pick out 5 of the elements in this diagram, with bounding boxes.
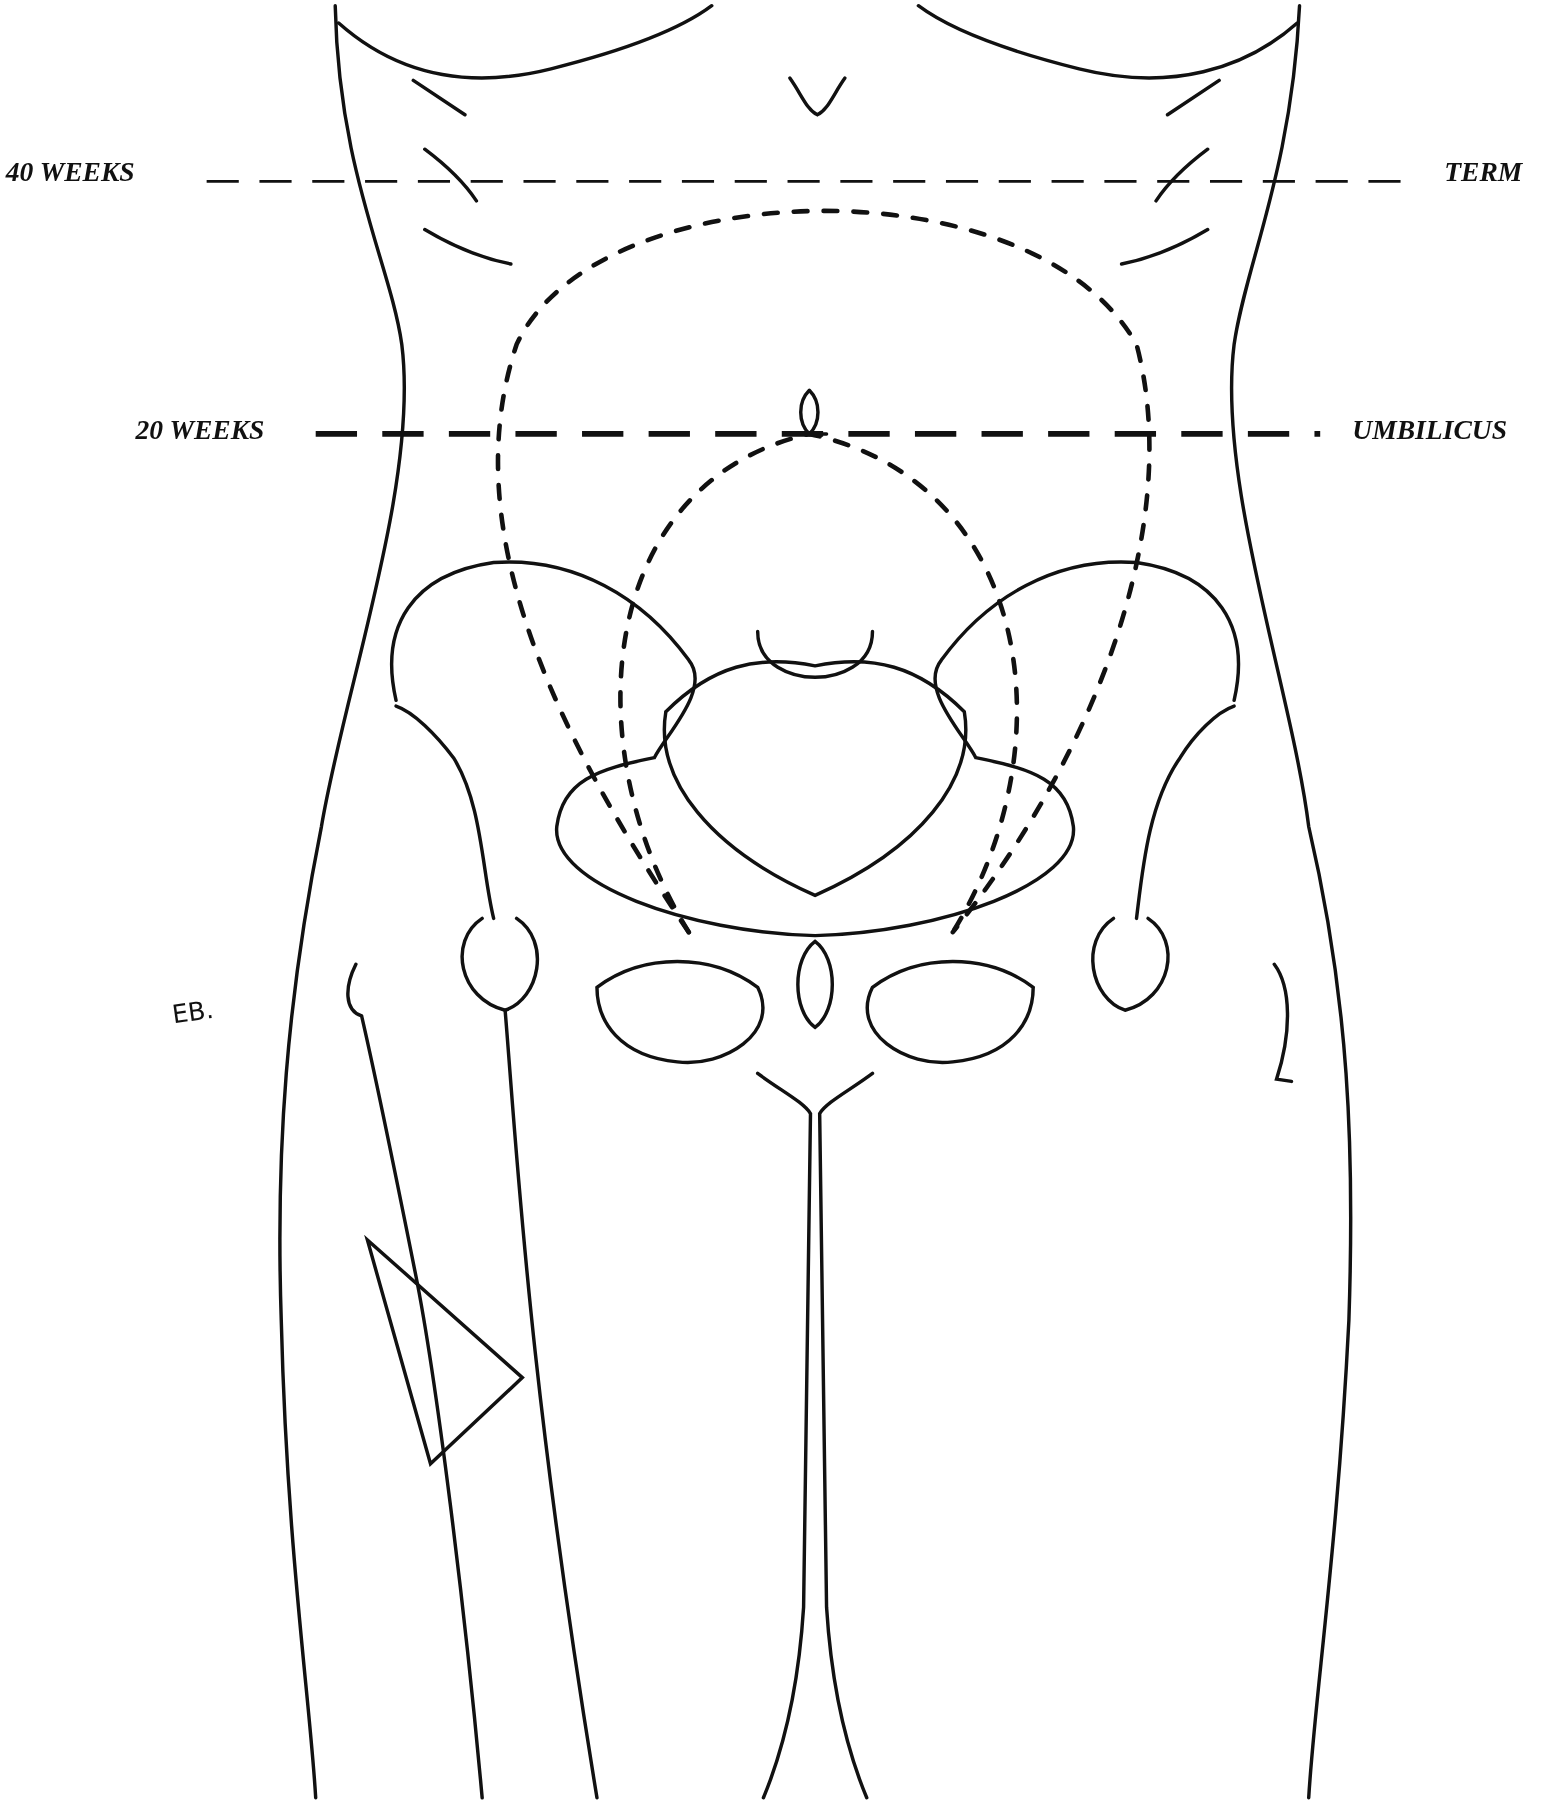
artist-initials: EB. <box>170 993 216 1032</box>
gestation-label: 40 WEEKS <box>5 156 135 189</box>
landmark-label: TERM <box>1444 156 1523 189</box>
gestation-label: 20 WEEKS <box>135 413 265 446</box>
landmark-label: UMBILICUS <box>1352 413 1507 446</box>
